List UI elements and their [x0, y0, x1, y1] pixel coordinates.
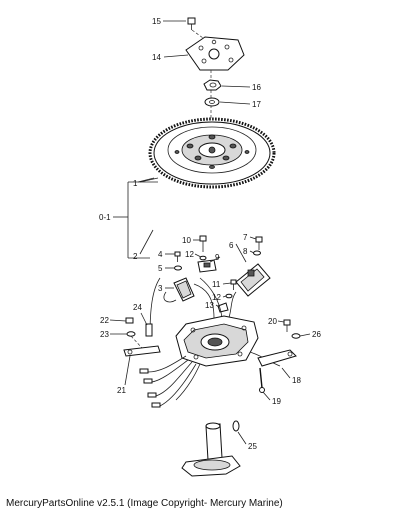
- callout-22: 22: [100, 316, 109, 325]
- post-25[interactable]: [181, 420, 241, 477]
- link-arm-21[interactable]: [123, 345, 161, 357]
- callout-16: 16: [252, 83, 261, 92]
- stator-base-plate[interactable]: [175, 315, 259, 367]
- callout-20: 20: [268, 317, 277, 326]
- callout-17: 17: [252, 100, 261, 109]
- trigger-sensor-9[interactable]: [197, 259, 217, 273]
- wire-harness[interactable]: [139, 351, 281, 408]
- callout-8: 8: [243, 247, 248, 256]
- callout-19: 19: [272, 397, 281, 406]
- callout-9: 9: [215, 253, 220, 262]
- screw-22[interactable]: [125, 317, 134, 324]
- washer-26[interactable]: [291, 333, 301, 339]
- washer-23[interactable]: [126, 331, 136, 337]
- callout-13: 13: [205, 301, 214, 310]
- callout-7: 7: [243, 233, 248, 242]
- callout-24: 24: [133, 303, 142, 312]
- group-bracket: [113, 181, 158, 259]
- callout-0-1: 0-1: [99, 213, 111, 222]
- screw-11[interactable]: [230, 279, 237, 290]
- callout-1: 1: [133, 179, 138, 188]
- callout-12-upper: 12: [185, 250, 194, 259]
- callout-6: 6: [229, 241, 234, 250]
- screw-20[interactable]: [283, 319, 291, 332]
- bracket-arm-18[interactable]: [257, 349, 297, 367]
- callout-10: 10: [182, 236, 191, 245]
- washer-12-upper[interactable]: [199, 255, 207, 261]
- washer-17[interactable]: [204, 97, 220, 107]
- callout-15: 15: [152, 17, 161, 26]
- callout-11: 11: [212, 280, 221, 289]
- screw-7[interactable]: [255, 236, 263, 250]
- callout-14: 14: [152, 53, 161, 62]
- callout-2: 2: [133, 252, 138, 261]
- coil-6[interactable]: [235, 263, 271, 297]
- leader-lines: [109, 20, 311, 445]
- coil-3[interactable]: [163, 277, 195, 303]
- callout-18: 18: [292, 376, 301, 385]
- nut-16[interactable]: [203, 79, 222, 91]
- washer-12-lower[interactable]: [225, 293, 233, 299]
- callout-12-lower: 12: [212, 293, 221, 302]
- screw-10[interactable]: [199, 235, 207, 252]
- callout-23: 23: [100, 330, 109, 339]
- flywheel-plate-14[interactable]: [185, 36, 245, 71]
- callout-21: 21: [117, 386, 126, 395]
- image-caption: MercuryPartsOnline v2.5.1 (Image Copyrig…: [6, 498, 283, 509]
- callout-25: 25: [248, 442, 257, 451]
- callout-5: 5: [158, 264, 163, 273]
- callout-3: 3: [158, 284, 163, 293]
- spacer-24[interactable]: [145, 323, 153, 337]
- callout-4: 4: [158, 250, 163, 259]
- link-rod-19[interactable]: [259, 367, 265, 393]
- washer-5[interactable]: [174, 265, 182, 271]
- flywheel-1[interactable]: [148, 117, 276, 189]
- screw-15[interactable]: [187, 17, 196, 30]
- screw-4[interactable]: [174, 251, 181, 262]
- callout-26: 26: [312, 330, 321, 339]
- washer-8[interactable]: [253, 250, 261, 256]
